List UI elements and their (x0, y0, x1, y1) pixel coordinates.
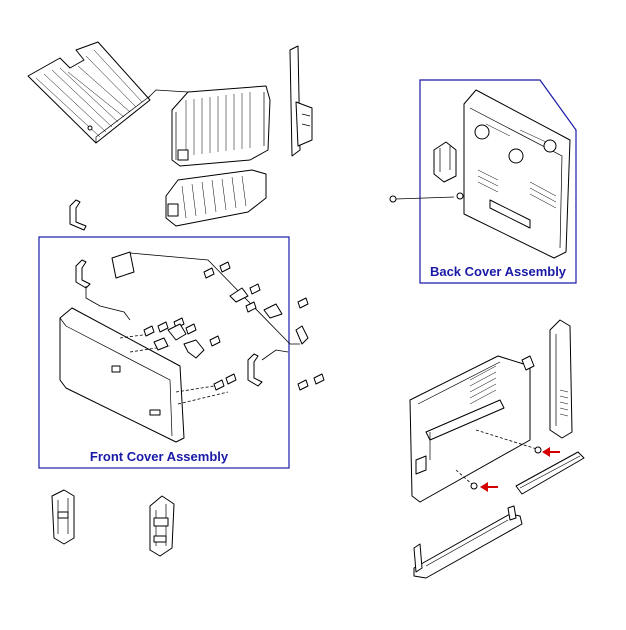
lower-guide-assembly (165, 169, 267, 227)
lower-rail (413, 505, 523, 579)
bracket-left (51, 489, 75, 545)
back-screw (389, 195, 455, 203)
bottom-strip-cover (515, 451, 585, 495)
front-cover-parts (59, 251, 289, 443)
back-cover-group-border (419, 79, 577, 284)
back-cover-assembly-label: Back Cover Assembly (430, 264, 567, 279)
upper-transfer-assembly (171, 85, 271, 167)
back-cover-parts (433, 89, 571, 259)
front-cover-group-border (38, 236, 290, 469)
arrow-left-icon (480, 482, 498, 492)
hook-clip (69, 199, 87, 231)
loose-fasteners (203, 261, 325, 391)
arrow-left-icon (542, 447, 560, 457)
screws-front (143, 317, 237, 391)
front-cover-assembly-label: Front Cover Assembly (90, 449, 229, 464)
side-rail (289, 45, 313, 157)
bracket-right (149, 495, 175, 557)
right-vertical-cover (549, 319, 573, 439)
side-panel (409, 355, 542, 503)
output-tray (27, 41, 151, 144)
